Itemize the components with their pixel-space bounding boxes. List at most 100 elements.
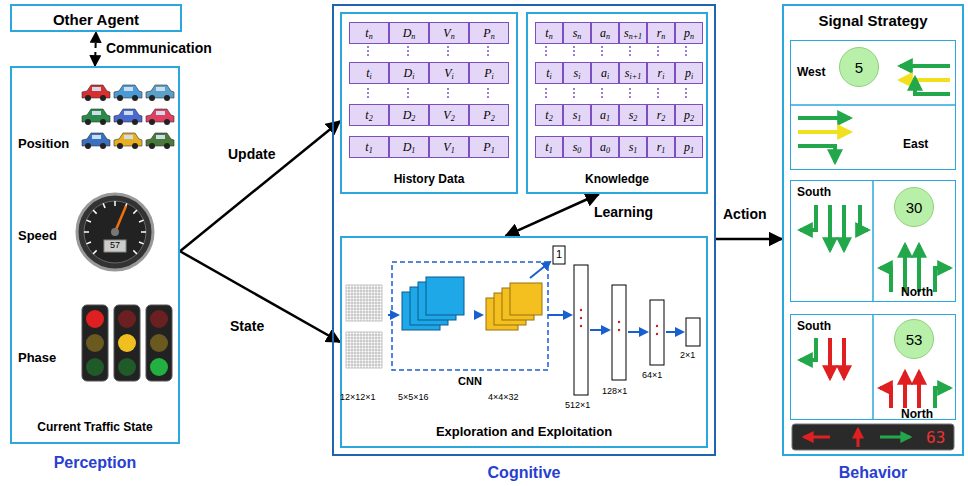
table-cell: r2: [647, 104, 675, 126]
ellipsis-dot: [657, 46, 659, 48]
node-text: Cognitive: [334, 464, 714, 482]
gauge-tick: [139, 242, 144, 244]
ellipsis-dot: [367, 92, 369, 94]
ellipsis-dot: [685, 54, 687, 56]
grid-line: [370, 285, 371, 321]
table-cell: pi: [675, 62, 703, 84]
connector: [506, 194, 599, 236]
ellipsis-dot: [447, 92, 449, 94]
gauge-tick: [86, 242, 91, 244]
grid-line: [346, 359, 382, 360]
table-cell: rn: [647, 22, 675, 44]
node-text: North: [901, 407, 945, 421]
table-cell: Vn: [429, 22, 469, 44]
gauge-tick: [103, 203, 105, 208]
node-text: Speed: [18, 228, 68, 243]
table-cell: sn+1: [619, 22, 647, 44]
ellipsis-dot: [657, 92, 659, 94]
table-cell: t1: [349, 136, 389, 158]
ellipsis-dot: [407, 92, 409, 94]
ellipsis-dot: [487, 92, 489, 94]
gauge-tick: [84, 231, 89, 233]
caption-label: 1: [556, 248, 562, 260]
ellipsis-dot: [407, 54, 409, 56]
grid-line: [346, 365, 382, 366]
table-cell: t2: [535, 104, 563, 126]
table-cell: s2: [619, 104, 647, 126]
car-window: [92, 111, 101, 115]
ellipsis-dot: [657, 54, 659, 56]
node-text: Perception: [12, 454, 178, 472]
ellipsis-dot: [657, 96, 659, 98]
table-cell: tn: [349, 22, 389, 44]
lamp: [86, 310, 104, 328]
ellipsis-dot: [407, 96, 409, 98]
node-text: 5: [840, 59, 878, 76]
connector: [95, 32, 96, 66]
grid-line: [373, 285, 374, 321]
edge-label: Communication: [104, 40, 214, 56]
table-cell: s1: [563, 104, 591, 126]
grid-line: [346, 362, 382, 363]
car-wheel: [85, 95, 91, 101]
timer-circle: 5: [839, 47, 879, 87]
caption-label: 4×4×32: [488, 392, 519, 402]
ellipsis-dot: [573, 54, 575, 56]
caption-label: 12×12×1: [340, 392, 376, 402]
gauge-tick: [139, 220, 144, 222]
ellipsis-dot: [545, 92, 547, 94]
ellipsis-dot: [601, 92, 603, 94]
lamp: [150, 310, 168, 328]
car-wheel: [132, 95, 138, 101]
ellipsis-dot: [629, 92, 631, 94]
ellipsis-dot: [545, 54, 547, 56]
ellipsis-dot: [601, 54, 603, 56]
table-cell: r1: [647, 136, 675, 158]
grid-line: [373, 332, 374, 368]
ellipsis-dot: [407, 88, 409, 90]
ellipsis-dot: [629, 54, 631, 56]
table-cell: a0: [591, 136, 619, 158]
car-window: [156, 135, 165, 139]
ellipsis-dot: [601, 96, 603, 98]
ellipsis-dot: [685, 92, 687, 94]
edge-label: Update: [226, 146, 277, 162]
node-text: South: [797, 185, 841, 199]
ellipsis-dot: [657, 88, 659, 90]
traffic-light: [114, 305, 140, 381]
node-text: Phase: [18, 350, 68, 365]
node-text: East: [903, 137, 947, 151]
gauge-tick: [86, 220, 91, 222]
grid-line: [346, 306, 382, 307]
ellipsis-dot: [573, 88, 575, 90]
grid-line: [367, 332, 368, 368]
grid-line: [379, 332, 380, 368]
connector: [716, 238, 782, 241]
feature-map: [426, 277, 464, 315]
node-text: 53: [895, 331, 933, 348]
timer-circle: 53: [894, 319, 934, 359]
lamp: [86, 358, 104, 376]
car-wheel: [85, 143, 91, 149]
ellipsis-dot: [487, 46, 489, 48]
agent-box: Other Agent: [10, 4, 182, 32]
table-cell: ti: [535, 62, 563, 84]
input-grid: [346, 285, 382, 321]
network-panel: Exploration and Exploitation: [340, 236, 708, 448]
lamp: [118, 334, 136, 352]
node-text: Exploration and Exploitation: [342, 424, 706, 439]
car-window: [124, 135, 133, 139]
ellipsis-dot: [601, 50, 603, 52]
connector: [180, 251, 340, 342]
ellipsis-dot: [629, 96, 631, 98]
grid-line: [367, 285, 368, 321]
ellipsis-dot: [545, 88, 547, 90]
table-cell: pn: [675, 22, 703, 44]
car-window: [92, 135, 101, 139]
node-text: Signal Strategy: [784, 12, 962, 29]
grid-line: [376, 332, 377, 368]
traffic-light: [146, 305, 172, 381]
node-text: South: [797, 319, 841, 333]
lamp: [150, 358, 168, 376]
